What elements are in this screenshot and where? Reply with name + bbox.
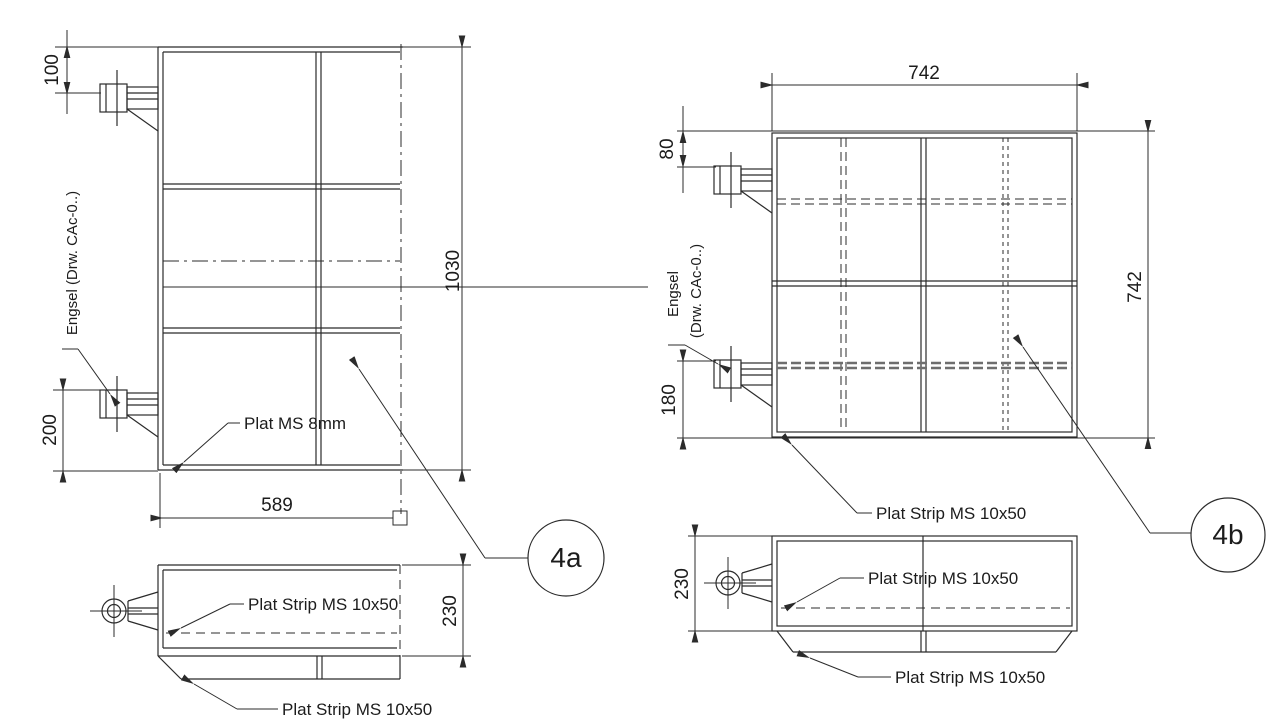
dim-square-terminator [392,510,408,526]
hinge-top-icon [99,69,159,132]
strip-material-label: Plat Strip MS 10x50 [248,595,398,614]
label-strip-mid-right: Plat Strip MS 10x50 [783,569,1018,612]
dimension-hinge-bottom-right: 180 [659,349,716,450]
dim-230-right-label: 230 [672,568,693,600]
dimension-hinge-top-right: 80 [657,106,716,193]
callout-balloon [527,519,605,597]
dimension-depth-left: 230 [402,553,471,668]
dim-80-label: 80 [657,138,678,159]
dim-100-label: 100 [42,54,63,86]
label-strip-front-right: Plat Strip MS 10x50 [780,433,1026,523]
dimension-depth-right: 230 [672,524,772,643]
strip-material-label: Plat Strip MS 10x50 [876,504,1026,523]
dim-180-label: 180 [659,384,680,416]
panel-outline-4b [771,132,1078,438]
strip-material-label: Plat Strip MS 10x50 [895,668,1045,687]
callout-balloon [1190,497,1266,573]
callout-4b-label: 4b [1212,519,1243,550]
front-view-4b: 742 80 180 742 Engsel [657,63,1266,573]
dim-589-label: 589 [261,495,293,516]
side-outline-4b [771,535,1078,653]
side-view-4b: 230 Plat Strip MS 10x50 Plat Strip MS 10… [672,524,1078,687]
callout-4b: 4b [1012,334,1266,573]
label-hinge-left: Engsel (Drw. CAc-0..) [62,191,121,407]
callout-4a-label: 4a [550,542,582,573]
label-strip-bottom-right: Plat Strip MS 10x50 [796,649,1045,687]
dim-742-top-label: 742 [908,63,940,84]
hinge-top-icon [713,151,773,214]
hinge-bottom-icon [713,345,773,408]
strip-material-label: Plat Strip MS 10x50 [282,700,432,719]
dimension-height-right: 742 [1125,119,1152,450]
side-view-4a: 230 Plat Strip MS 10x50 Plat Strip MS 10… [89,553,471,719]
dim-742-right-label: 742 [1125,271,1146,303]
front-view-4a: 100 200 1030 589 [40,30,648,597]
hinge-bottom-icon [99,375,159,438]
dimension-width: 589 [150,473,408,528]
hinge-ref-label: Engsel (Drw. CAc-0..) [64,191,81,335]
panel-outline-4a [157,44,648,514]
label-plate: Plat MS 8mm [171,414,346,474]
hinge-ref-label-line2: (Drw. CAc-0..) [688,244,705,338]
dimension-hinge-bottom: 200 [40,378,158,483]
hinge-pin-icon [89,584,159,638]
label-strip-mid-left: Plat Strip MS 10x50 [167,595,398,637]
hinge-ref-label-line1: Engsel [665,271,682,317]
dim-1030-label: 1030 [443,250,464,292]
callout-4a: 4a [348,356,605,597]
dimension-height: 1030 [403,35,471,482]
side-outline-4a [157,564,401,680]
label-strip-bottom-left: Plat Strip MS 10x50 [180,674,432,719]
label-hinge-right: Engsel (Drw. CAc-0..) [665,244,732,374]
hinge-pin-icon [703,556,773,610]
strip-material-label: Plat Strip MS 10x50 [868,569,1018,588]
plate-material-label: Plat MS 8mm [244,414,346,433]
dimension-hinge-top: 100 [42,30,158,114]
dim-200-label: 200 [40,414,61,446]
dim-230-left-label: 230 [440,595,461,627]
dimension-width-right: 742 [760,63,1089,131]
